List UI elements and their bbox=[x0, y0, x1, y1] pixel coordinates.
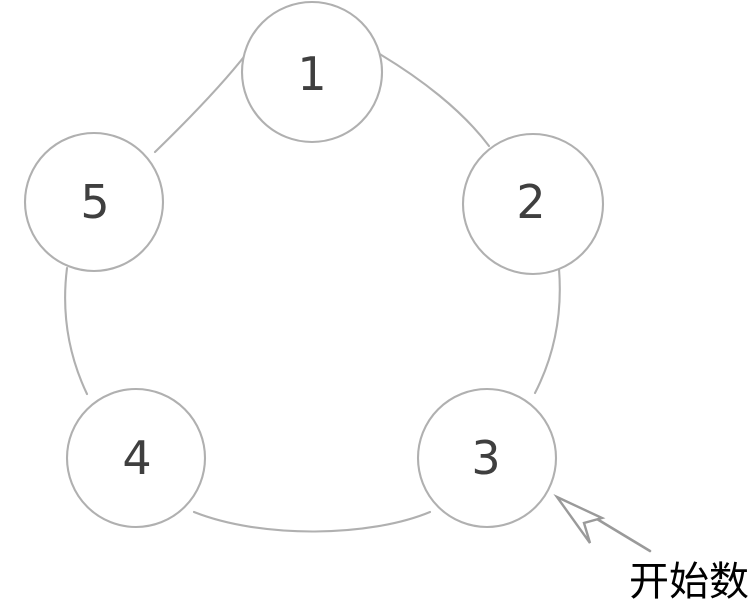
node-3[interactable]: 3 bbox=[416, 387, 558, 529]
link-5-1 bbox=[153, 51, 249, 154]
node-5-circle[interactable] bbox=[23, 131, 165, 273]
link-2-3 bbox=[533, 267, 561, 395]
node-4-label: 4 bbox=[122, 431, 151, 485]
node-3-label: 3 bbox=[471, 431, 500, 485]
link-1-2 bbox=[376, 51, 491, 148]
node-2[interactable]: 2 bbox=[461, 132, 605, 276]
node-5[interactable]: 5 bbox=[23, 131, 165, 273]
node-2-label: 2 bbox=[516, 175, 545, 229]
link-group bbox=[64, 51, 561, 533]
node-group: 1 2 3 4 5 bbox=[23, 0, 605, 529]
node-5-label: 5 bbox=[80, 175, 109, 229]
node-4-circle[interactable] bbox=[65, 387, 207, 529]
start-pointer-arrow bbox=[553, 493, 652, 553]
pointer-shaft bbox=[590, 514, 652, 553]
node-2-circle[interactable] bbox=[461, 132, 605, 276]
pointer-arrowhead bbox=[553, 493, 606, 544]
link-3-4 bbox=[192, 510, 432, 533]
node-1-circle[interactable] bbox=[240, 0, 384, 144]
node-3-circle[interactable] bbox=[416, 387, 558, 529]
start-annotation-label: 开始数 bbox=[629, 559, 749, 603]
link-4-5 bbox=[64, 266, 89, 396]
node-1-label: 1 bbox=[297, 47, 326, 101]
node-4[interactable]: 4 bbox=[65, 387, 207, 529]
node-1[interactable]: 1 bbox=[240, 0, 384, 144]
